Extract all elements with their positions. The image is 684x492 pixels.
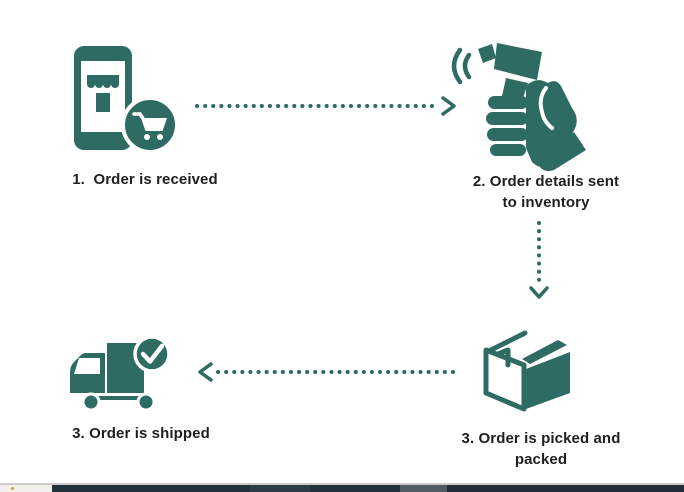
step-label-line: 3. Order is shipped [72,425,210,442]
bottom-window-edge[interactable] [0,485,684,492]
step-label-line: 1. Order is received [72,171,218,188]
step-label-order-received: 1. Order is received [40,169,250,190]
step-label-line: 3. Order is picked and [461,430,621,447]
smartphone-shopping-cart-icon [74,46,179,154]
step-label-order-picked-packed: 3. Order is picked and packed [441,428,641,470]
step-label-line: to inventory [502,194,590,211]
taskbar-segment [52,485,250,492]
taskbar-dot [11,487,14,490]
arrow-packing-to-shipping [198,362,459,382]
step-label-order-details-sent: 2. Order details sent to inventory [446,171,646,213]
package-box-icon [483,330,570,412]
arrow-received-to-inventory [195,96,456,116]
arrow-inventory-to-packing [529,221,549,299]
step-label-order-shipped: 3. Order is shipped [36,423,246,444]
taskbar-segment [400,485,447,492]
barcode-scanner-in-hand-icon [451,43,586,171]
delivery-truck-check-icon [70,335,171,412]
step-label-line: packed [514,451,568,468]
taskbar-segment [0,485,52,492]
taskbar-segment [310,485,400,492]
taskbar-segment [447,485,684,492]
step-label-line: 2. Order details sent [472,173,620,190]
taskbar-segment [250,485,310,492]
bottom-divider-line [0,483,684,485]
